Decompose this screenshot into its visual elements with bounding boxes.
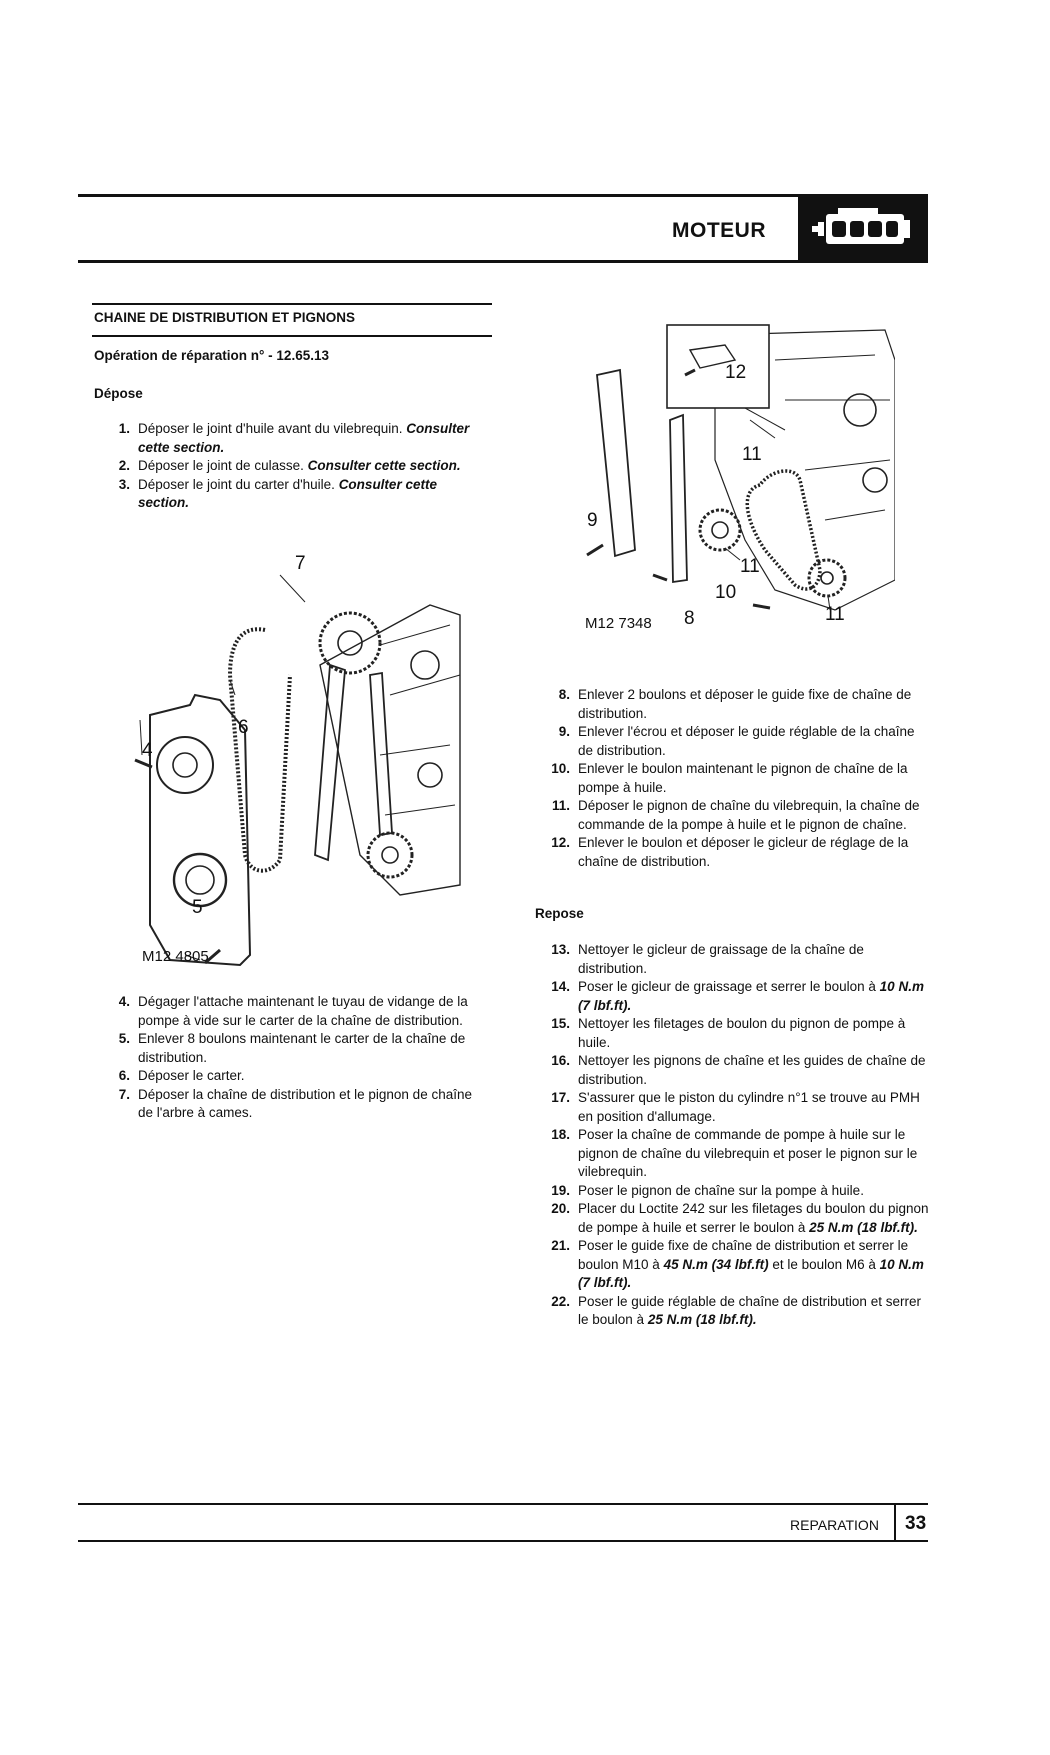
list-item: 1. Déposer le joint d'huile avant du vil… [118,421,470,455]
operation-number: Opération de réparation n° - 12.65.13 [94,348,329,363]
callout-4: 4 [142,740,153,761]
list-item: 10. Enlever le boulon maintenant le pign… [551,761,908,795]
footer-rule-top [78,1503,928,1505]
callout-11-mid: 11 [740,556,760,577]
footer-rule-bottom [78,1540,928,1542]
callout-10: 10 [715,582,737,603]
depose-steps-c: 8. Enlever 2 boulons et déposer le guide… [532,686,932,871]
figure-timing-cover: 7 6 4 5 M12 4805 [130,553,470,975]
list-item: 3. Déposer le joint du carter d'huile. C… [118,476,437,511]
list-item: 4. Dégager l'attache maintenant le tuyau… [118,994,468,1028]
figure-code: M12 4805 [142,948,209,965]
list-item: 19.Poser le pignon de chaîne sur la pomp… [551,1182,864,1198]
list-item: 9. Enlever l'écrou et déposer le guide r… [558,724,915,758]
page-number: 33 [905,1513,927,1534]
list-item: 12. Enlever le boulon et déposer le gicl… [551,835,909,869]
list-item: 13.Nettoyer le gicleur de graissage de l… [551,942,864,976]
header-rule-bottom [78,260,928,263]
list-item: 18.Poser la chaîne de commande de pompe … [551,1127,918,1179]
callout-12: 12 [725,362,747,383]
list-item: 20.Placer du Loctite 242 sur les filetag… [551,1201,929,1235]
list-item: 22.Poser le guide réglable de chaîne de … [551,1293,921,1328]
callout-11-top: 11 [742,444,762,465]
callout-5: 5 [192,897,203,918]
header-rule-top [78,194,928,197]
list-item: 7. Déposer la chaîne de distribution et … [118,1086,472,1121]
list-item: 17.S'assurer que le piston du cylindre n… [551,1090,920,1124]
list-item: 15.Nettoyer les filetages de boulon du p… [551,1016,906,1050]
depose-steps-a: 1. Déposer le joint d'huile avant du vil… [92,420,490,513]
list-item: 2. Déposer le joint de culasse. Consulte… [118,458,461,473]
callout-11-bottom: 11 [825,604,845,625]
figure-code: M12 7348 [585,615,652,632]
repose-heading: Repose [535,906,584,921]
section-title: CHAINE DE DISTRIBUTION ET PIGNONS [94,310,356,325]
footer-separator [894,1503,896,1541]
list-item: 14.Poser le gicleur de graissage et serr… [551,979,924,1013]
list-item: 5. Enlever 8 boulons maintenant le carte… [118,1031,466,1065]
list-item: 8. Enlever 2 boulons et déposer le guide… [558,687,912,721]
list-item: 16.Nettoyer les pignons de chaîne et les… [551,1053,926,1087]
engine-icon [798,194,928,262]
page-title: MOTEUR [672,219,766,242]
callout-6: 6 [238,717,249,738]
list-item: 6. Déposer le carter. [118,1068,245,1083]
list-item: 11. Déposer le pignon de chaîne du vileb… [551,798,920,832]
list-item: 21.Poser le guide fixe de chaîne de dist… [551,1238,924,1290]
callout-8: 8 [684,608,695,629]
footer-label: REPARATION [790,1517,879,1533]
section-rule-top [92,303,492,305]
figure-chain-guides: 12 11 9 11 10 11 8 M12 7348 [575,320,896,640]
section-rule-bottom [92,335,492,337]
repose-steps: 13.Nettoyer le gicleur de graissage de l… [532,941,932,1330]
depose-steps-b: 4. Dégager l'attache maintenant le tuyau… [92,993,490,1123]
callout-7: 7 [295,553,306,574]
callout-9: 9 [587,510,598,531]
depose-heading: Dépose [94,386,143,401]
